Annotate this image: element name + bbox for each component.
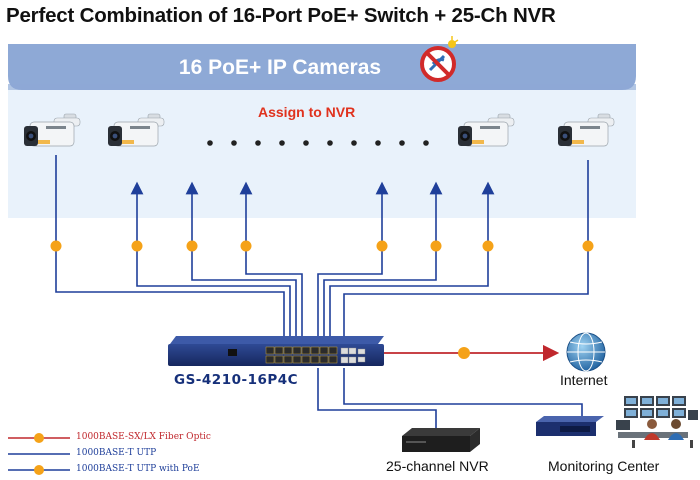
assign-label: Assign to NVR	[258, 104, 356, 120]
camera-zone	[8, 84, 636, 218]
legend	[8, 433, 70, 475]
page-title: Perfect Combination of 16-Port PoE+ Swit…	[6, 4, 556, 27]
no-wireless-icon	[420, 36, 459, 82]
utp-links	[317, 368, 583, 430]
nvr-label: 25-channel NVR	[386, 458, 489, 474]
nvr-device	[402, 428, 480, 452]
monitoring-label: Monitoring Center	[548, 458, 660, 474]
internet-label: Internet	[560, 372, 608, 388]
globe-icon	[566, 332, 606, 372]
legend-item: 1000BASE-T UTP with PoE	[76, 464, 200, 474]
fiber-badge	[458, 347, 470, 359]
legend-item: 1000BASE-T UTP	[76, 448, 157, 458]
poe-links	[55, 155, 589, 340]
monitoring-center	[536, 396, 698, 448]
poe-badges	[50, 240, 594, 252]
camera-ellipsis	[207, 140, 429, 146]
camera-banner	[8, 44, 636, 90]
switch-model-label: GS-4210-16P4C	[174, 372, 299, 388]
poe-switch	[168, 336, 384, 366]
banner-label: 16 PoE+ IP Cameras	[178, 56, 382, 79]
legend-item: 1000BASE-SX/LX Fiber Optic	[76, 432, 211, 442]
